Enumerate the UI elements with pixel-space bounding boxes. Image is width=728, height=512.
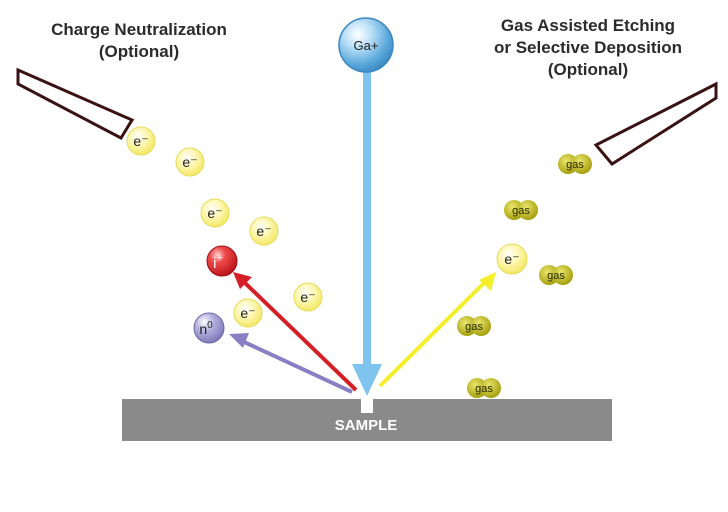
electron-label: e⁻ bbox=[133, 133, 148, 149]
electron-label: e⁻ bbox=[240, 305, 255, 321]
electron-particle: e⁻ bbox=[249, 216, 279, 246]
gallium-ion-label: Ga+ bbox=[354, 38, 379, 53]
ion-label-sup: + bbox=[216, 252, 222, 264]
electron-flood-gun-nozzle bbox=[16, 67, 135, 140]
gas-etching-title-line2: or Selective Deposition bbox=[494, 38, 682, 57]
gas-injection-nozzle bbox=[593, 81, 718, 166]
gas-molecule: gas bbox=[539, 265, 573, 285]
secondary-electron-particle: e⁻ bbox=[496, 243, 528, 275]
gas-molecule: gas bbox=[504, 200, 538, 220]
gas-molecule: gas bbox=[467, 378, 501, 398]
ion-ejection-arrowhead bbox=[233, 272, 252, 289]
gas-assisted-etching-label: Gas Assisted Etching or Selective Deposi… bbox=[456, 15, 720, 81]
gas-label: gas bbox=[547, 270, 565, 282]
ion-beam-arrowhead bbox=[352, 364, 382, 396]
impact-point bbox=[361, 399, 373, 413]
electron-particle: e⁻ bbox=[293, 282, 323, 312]
ion-label: i+ bbox=[213, 252, 223, 272]
gas-label: gas bbox=[512, 205, 530, 217]
neutral-ejection-arrowhead bbox=[229, 333, 249, 348]
sputtered-neutral-particle: n0 bbox=[193, 312, 225, 344]
electron-label: e⁻ bbox=[256, 223, 271, 239]
sample-label: SAMPLE bbox=[335, 417, 398, 434]
charge-neutralization-title: Charge Neutralization bbox=[51, 20, 227, 39]
gas-etching-title-line1: Gas Assisted Etching bbox=[500, 16, 676, 35]
gas-molecule: gas bbox=[457, 316, 491, 336]
secondary-electron-arrowhead bbox=[479, 272, 496, 291]
sputtered-ion-particle: i+ bbox=[206, 245, 238, 277]
ion-ejection-arrow bbox=[242, 280, 358, 392]
gallium-ion-source bbox=[338, 17, 394, 73]
ion-beam-shaft bbox=[363, 72, 371, 364]
ion-label-base: i bbox=[213, 255, 216, 272]
gas-label: gas bbox=[465, 321, 483, 333]
electron-label: e⁻ bbox=[182, 154, 197, 170]
secondary-electron-arrow bbox=[378, 280, 487, 388]
electron-particle: e⁻ bbox=[233, 298, 263, 328]
neutral-label-base: n bbox=[199, 321, 207, 337]
gas-etching-optional: (Optional) bbox=[547, 60, 629, 79]
electron-particle: e⁻ bbox=[126, 126, 156, 156]
neutral-label: n0 bbox=[199, 320, 213, 337]
electron-label: e⁻ bbox=[504, 251, 519, 267]
electron-particle: e⁻ bbox=[175, 147, 205, 177]
electron-label: e⁻ bbox=[207, 205, 222, 221]
gas-label: gas bbox=[475, 383, 493, 395]
charge-neutralization-optional: (Optional) bbox=[98, 42, 180, 61]
neutral-ejection-arrow bbox=[241, 339, 353, 394]
neutral-label-sup: 0 bbox=[207, 320, 213, 331]
electron-label: e⁻ bbox=[300, 289, 315, 305]
electron-particle: e⁻ bbox=[200, 198, 230, 228]
gas-label: gas bbox=[566, 159, 584, 171]
charge-neutralization-label: Charge Neutralization (Optional) bbox=[14, 19, 264, 63]
gas-molecule: gas bbox=[558, 154, 592, 174]
